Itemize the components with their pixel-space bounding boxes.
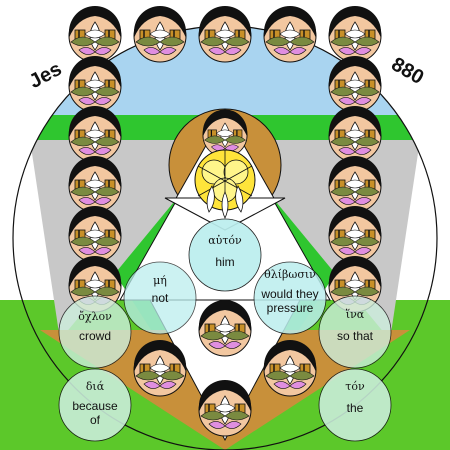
word-circle-so-that: ἵνα so that [318,295,392,369]
flower-icon [194,149,256,219]
english-word: the [347,401,364,415]
greek-word: διά [86,380,105,393]
greek-word: τόν [345,380,365,393]
word-circle-crowd: ὄχλον crowd [58,295,132,369]
english-word-line2: of [90,413,101,427]
greek-word: ἵνα [346,308,365,321]
greek-word: αὐτόν [208,234,242,247]
word-circle-him: αὐτόν him [188,218,262,292]
english-word: because [72,399,118,413]
word-circle-not: μή not [123,261,197,335]
english-word: so that [337,329,374,343]
top-face-row [133,5,317,63]
greek-word: ὄχλον [78,310,112,323]
english-word: crowd [79,329,111,343]
greek-word: μή [153,274,167,287]
english-word: would they [260,287,318,301]
english-word: not [152,291,169,305]
word-circle-the: τόν the [318,368,392,442]
english-word: him [215,255,234,269]
english-word-line2: pressure [267,301,314,315]
word-circle-pressure: θλίβωσιν would they pressure [253,261,327,335]
greek-word: θλίβωσιν [264,268,316,281]
word-circle-because-of: διά because of [58,368,132,442]
